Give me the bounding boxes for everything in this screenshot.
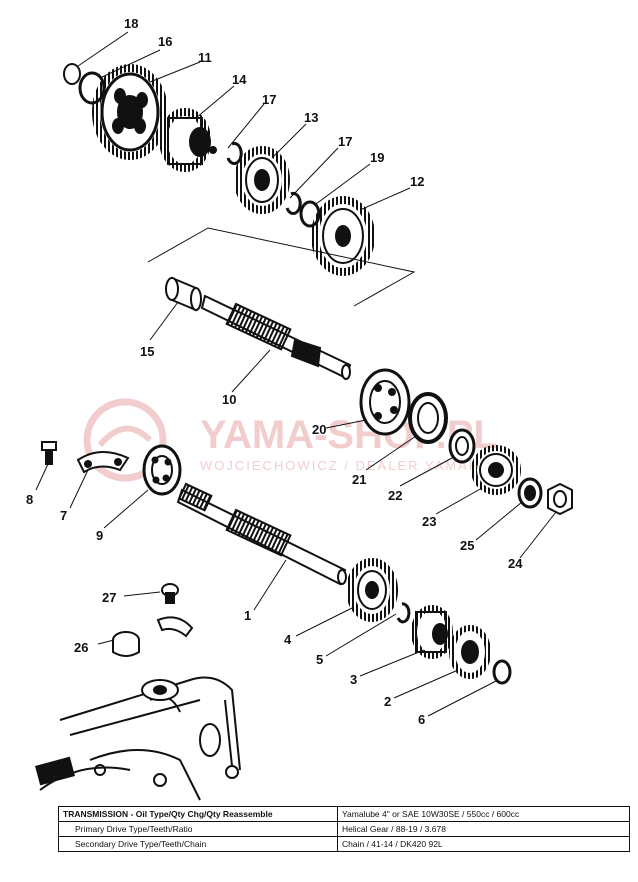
spec-label: TRANSMISSION - Oil Type/Qty Chg/Qty Reas… bbox=[58, 806, 338, 822]
part-24-nut bbox=[547, 482, 573, 516]
leader-lines bbox=[35, 31, 557, 717]
callout-3: 3 bbox=[350, 672, 357, 687]
callout-13: 13 bbox=[304, 110, 318, 125]
part-27-plug bbox=[161, 583, 179, 604]
part-20-bearing bbox=[359, 368, 411, 436]
transmission-spec-table: TRANSMISSION - Oil Type/Qty Chg/Qty Reas… bbox=[58, 806, 630, 852]
spec-row: Primary Drive Type/Teeth/Ratio Helical G… bbox=[58, 821, 630, 837]
callout-6: 6 bbox=[418, 712, 425, 727]
part-10-main-axle bbox=[200, 294, 352, 380]
callout-20: 20 bbox=[312, 422, 326, 437]
callout-labels: 18 16 11 14 17 13 17 19 12 15 10 20 21 2… bbox=[26, 16, 523, 727]
part-23-drive-sprocket bbox=[471, 445, 521, 495]
callout-10: 10 bbox=[222, 392, 236, 407]
part-25-lock-washer bbox=[517, 477, 543, 509]
callout-8: 8 bbox=[26, 492, 33, 507]
watermark-logo-icon bbox=[83, 398, 167, 482]
spec-row: TRANSMISSION - Oil Type/Qty Chg/Qty Reas… bbox=[58, 806, 630, 822]
callout-17-lower: 17 bbox=[338, 134, 352, 149]
callout-22: 22 bbox=[388, 488, 402, 503]
callout-25: 25 bbox=[460, 538, 474, 553]
callout-1: 1 bbox=[244, 608, 251, 623]
callout-27: 27 bbox=[102, 590, 116, 605]
part-13-gear bbox=[234, 146, 290, 214]
main-axle-gears bbox=[63, 63, 375, 276]
spec-label: Primary Drive Type/Teeth/Ratio bbox=[58, 821, 338, 837]
transmission-exploded-diagram: YAMA-SHOP.PL WOJCIECHOWICZ / DEALER YAMA… bbox=[26, 16, 573, 801]
drive-side-parts bbox=[359, 368, 573, 516]
part-22-collar bbox=[448, 428, 476, 464]
drive-axle-parts bbox=[41, 441, 512, 685]
part-6-circlip bbox=[492, 659, 512, 685]
callout-16: 16 bbox=[158, 34, 172, 49]
part-21-oil-seal bbox=[408, 392, 448, 444]
part-11-gear bbox=[92, 64, 168, 160]
part-26-cap bbox=[112, 631, 140, 657]
part-8-bolt bbox=[41, 441, 57, 465]
callout-17-upper: 17 bbox=[262, 92, 276, 107]
part-9-bearing bbox=[142, 444, 182, 496]
callout-21: 21 bbox=[352, 472, 366, 487]
part-1-drive-axle bbox=[176, 482, 347, 586]
callout-26: 26 bbox=[74, 640, 88, 655]
part-5-circlip bbox=[396, 602, 411, 624]
spec-value: Chain / 41-14 / DK420 92L bbox=[337, 836, 630, 852]
callout-4: 4 bbox=[284, 632, 292, 647]
callout-18: 18 bbox=[124, 16, 138, 31]
spec-value: Yamalube 4" or SAE 10W30SE / 550cc / 600… bbox=[337, 806, 630, 822]
group-bracket bbox=[147, 227, 416, 307]
callout-14: 14 bbox=[232, 72, 247, 87]
callout-15: 15 bbox=[140, 344, 154, 359]
part-17-circlip-lower bbox=[285, 192, 302, 215]
watermark: YAMA-SHOP.PL WOJCIECHOWICZ / DEALER YAMA… bbox=[83, 398, 498, 482]
part-12-gear bbox=[311, 196, 375, 276]
part-17-circlip-upper bbox=[226, 142, 243, 165]
callout-24: 24 bbox=[508, 556, 523, 571]
part-3-gear bbox=[411, 605, 453, 659]
fwd-arrow-icon: FWD bbox=[35, 756, 75, 786]
callout-5: 5 bbox=[316, 652, 323, 667]
watermark-brand: YAMA-SHOP.PL bbox=[200, 413, 498, 457]
part-14-gear bbox=[159, 108, 217, 172]
part-15-bushing bbox=[165, 276, 202, 312]
crankcase-section: FWD bbox=[35, 583, 241, 801]
part-18-circlip bbox=[63, 63, 81, 85]
callout-12: 12 bbox=[410, 174, 424, 189]
callout-19: 19 bbox=[370, 150, 384, 165]
callout-11: 11 bbox=[198, 50, 212, 65]
callout-2: 2 bbox=[384, 694, 391, 709]
part-2-gear bbox=[449, 625, 491, 679]
spec-row: Secondary Drive Type/Teeth/Chain Chain /… bbox=[58, 836, 630, 852]
main-axle bbox=[165, 276, 352, 380]
spec-label: Secondary Drive Type/Teeth/Chain bbox=[58, 836, 338, 852]
callout-23: 23 bbox=[422, 514, 436, 529]
callout-9: 9 bbox=[96, 528, 103, 543]
part-4-gear bbox=[346, 558, 398, 622]
part-7-retainer-plate bbox=[76, 451, 130, 474]
spec-value: Helical Gear / 88-19 / 3.678 bbox=[337, 821, 630, 837]
callout-7: 7 bbox=[60, 508, 67, 523]
watermark-tagline: WOJCIECHOWICZ / DEALER YAMAHA bbox=[200, 458, 491, 473]
